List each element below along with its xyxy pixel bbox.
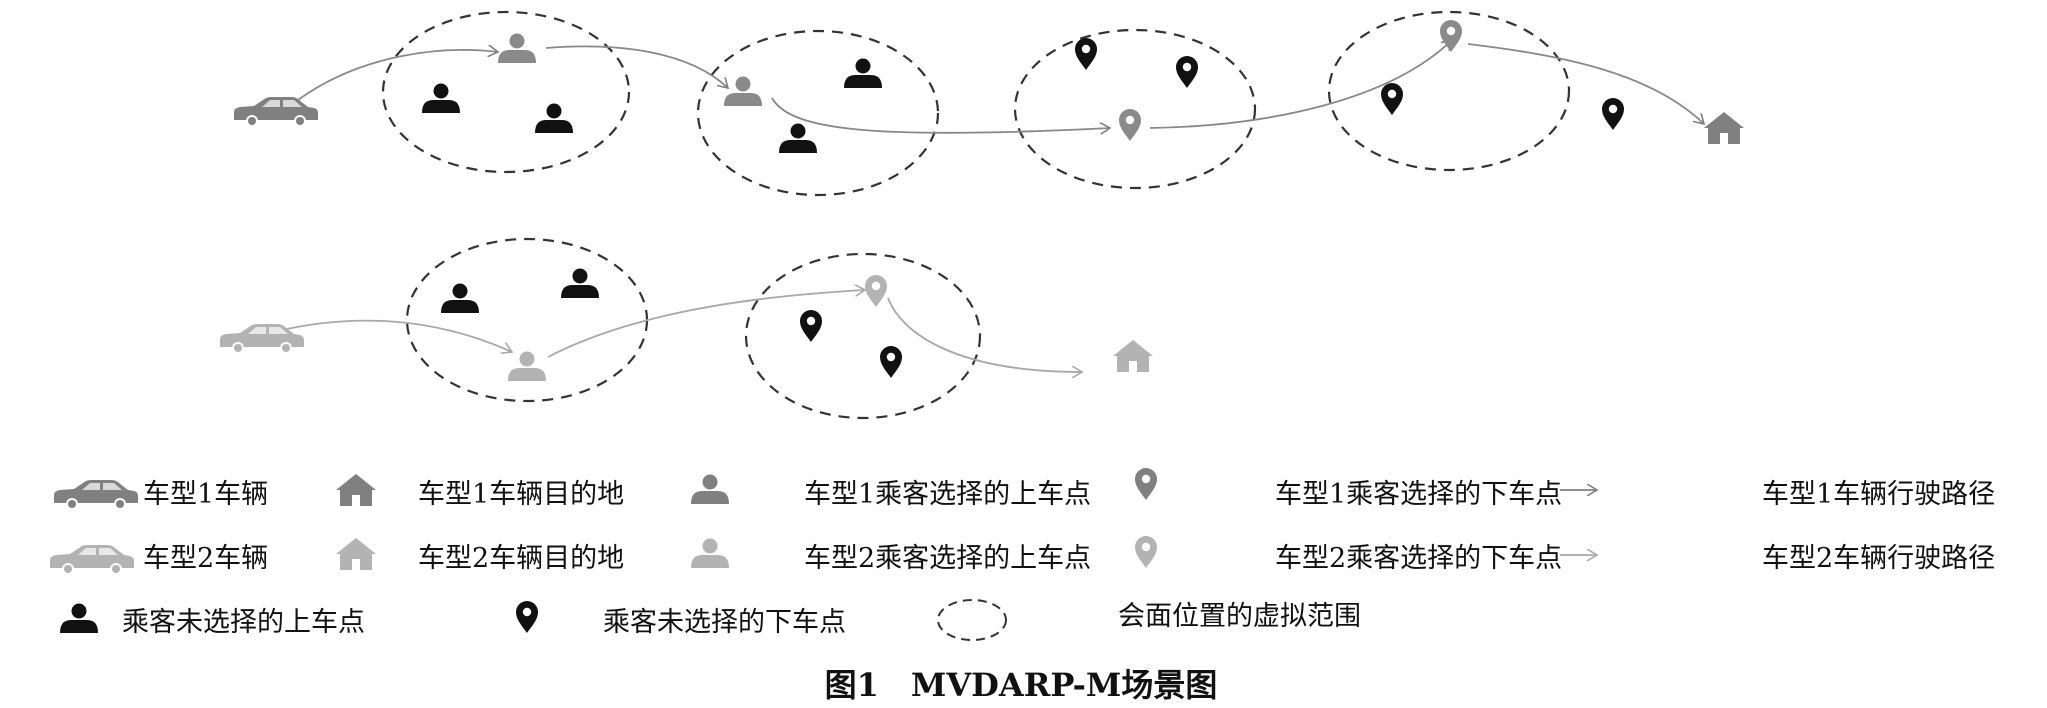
person-icon: [691, 538, 729, 568]
meeting-area-circle: [696, 29, 940, 197]
person-icon: [441, 283, 479, 313]
figure-caption: 图1 MVDARP-M场景图: [825, 666, 1218, 704]
legend-destination-type2: 车型2车辆目的地: [418, 543, 624, 574]
car-icon: [234, 97, 318, 127]
person-icon: [844, 58, 882, 88]
person-icon: [508, 351, 546, 381]
route-segment-type2: [887, 297, 1082, 372]
legend-unselected-dropoff: 乘客未选择的下车点: [603, 607, 846, 638]
map-pin-icon: [516, 601, 538, 633]
scenario-type2: [220, 237, 1153, 420]
legend-meeting-area: 会面位置的虚拟范围: [1118, 601, 1361, 632]
map-pin-icon: [1119, 109, 1141, 141]
house-icon: [1113, 340, 1153, 372]
house-icon: [336, 538, 376, 570]
map-pin-icon: [1381, 83, 1403, 115]
route-segment-type1: [545, 45, 728, 88]
legend-vehicle-type2: 车型2车辆: [143, 543, 268, 574]
map-pin-icon: [1135, 468, 1157, 500]
person-icon: [60, 603, 98, 633]
legend-vehicle-type1: 车型1车辆: [143, 479, 268, 510]
house-icon: [336, 474, 376, 506]
meeting-area-circle: [381, 10, 631, 174]
legend: 车型1车辆 车型1车辆目的地 车型1乘客选择的上车点 车型1乘客选择的下车点 车…: [50, 468, 1995, 641]
map-pin-icon: [1075, 38, 1097, 70]
route-segment-type2: [281, 319, 512, 352]
map-pin-icon: [1176, 56, 1198, 88]
scenario-type1: [234, 10, 1744, 197]
person-icon: [779, 123, 817, 153]
map-pin-icon: [880, 346, 902, 378]
legend-pickup-type2: 车型2乘客选择的上车点: [804, 543, 1091, 574]
car-icon: [50, 545, 134, 575]
route-segment-type1: [1149, 40, 1452, 129]
route-segment-type1: [771, 97, 1110, 133]
meeting-area-circle: [1327, 10, 1571, 172]
route-segment-type1: [297, 50, 498, 101]
map-pin-icon: [1135, 536, 1157, 568]
legend-dropoff-type2: 车型2乘客选择的下车点: [1275, 543, 1562, 574]
legend-pickup-type1: 车型1乘客选择的上车点: [804, 479, 1091, 510]
route-segment-type2: [547, 290, 865, 358]
meeting-area-circle: [744, 252, 982, 420]
legend-dropoff-type1: 车型1乘客选择的下车点: [1275, 479, 1562, 510]
map-pin-icon: [1602, 98, 1624, 130]
person-icon: [691, 474, 729, 504]
person-icon: [561, 268, 599, 298]
map-pin-icon: [800, 310, 822, 342]
route-segment-type1: [1467, 43, 1704, 124]
legend-destination-type1: 车型1车辆目的地: [418, 479, 624, 510]
legend-route-type2: 车型2车辆行驶路径: [1762, 543, 1995, 574]
car-icon: [54, 480, 138, 510]
person-icon: [535, 103, 573, 133]
meeting-area-circle: [1013, 28, 1257, 190]
legend-unselected-pickup: 乘客未选择的上车点: [122, 607, 365, 638]
house-icon: [1704, 112, 1744, 144]
person-icon: [422, 83, 460, 113]
person-icon: [498, 33, 536, 63]
legend-route-type1: 车型1车辆行驶路径: [1762, 479, 1995, 510]
person-icon: [724, 76, 762, 106]
map-pin-icon: [865, 275, 887, 307]
dashed-circle-icon: [937, 599, 1007, 641]
